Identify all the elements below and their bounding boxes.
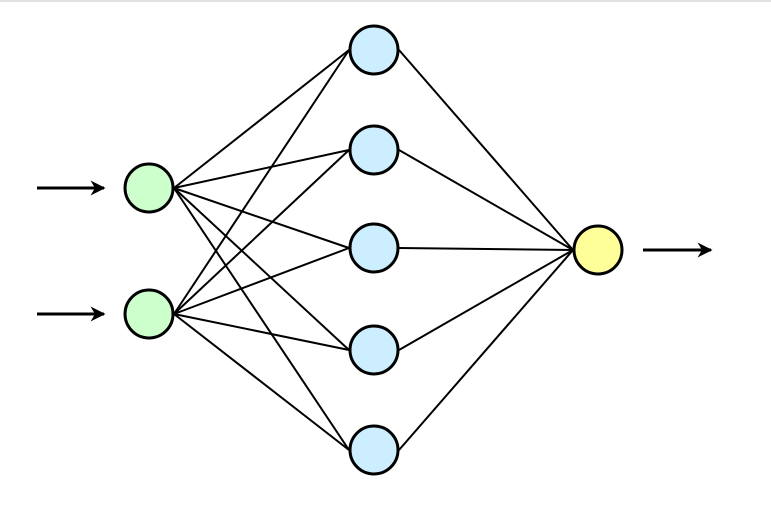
connection-edge bbox=[173, 187, 350, 351]
connection-edge bbox=[173, 313, 350, 351]
hidden-node bbox=[348, 424, 400, 476]
connection-edge bbox=[173, 313, 350, 451]
connection-edge bbox=[173, 187, 350, 451]
connection-edge bbox=[398, 247, 574, 251]
input-node bbox=[123, 162, 175, 214]
connection-edge bbox=[173, 187, 350, 249]
connection-edge bbox=[398, 49, 574, 251]
connection-edge bbox=[173, 149, 350, 315]
connection-edge bbox=[398, 149, 574, 251]
connection-edge bbox=[398, 249, 574, 351]
hidden-node bbox=[348, 124, 400, 176]
output-node bbox=[572, 224, 624, 276]
input-node bbox=[123, 288, 175, 340]
connection-edge bbox=[173, 149, 350, 189]
connection-edge bbox=[173, 49, 350, 189]
connection-edge bbox=[173, 49, 350, 315]
top-border bbox=[0, 0, 771, 2]
connection-edge bbox=[173, 247, 350, 315]
hidden-node bbox=[348, 24, 400, 76]
connection-edge bbox=[398, 249, 574, 451]
hidden-node bbox=[348, 324, 400, 376]
hidden-node bbox=[348, 222, 400, 274]
